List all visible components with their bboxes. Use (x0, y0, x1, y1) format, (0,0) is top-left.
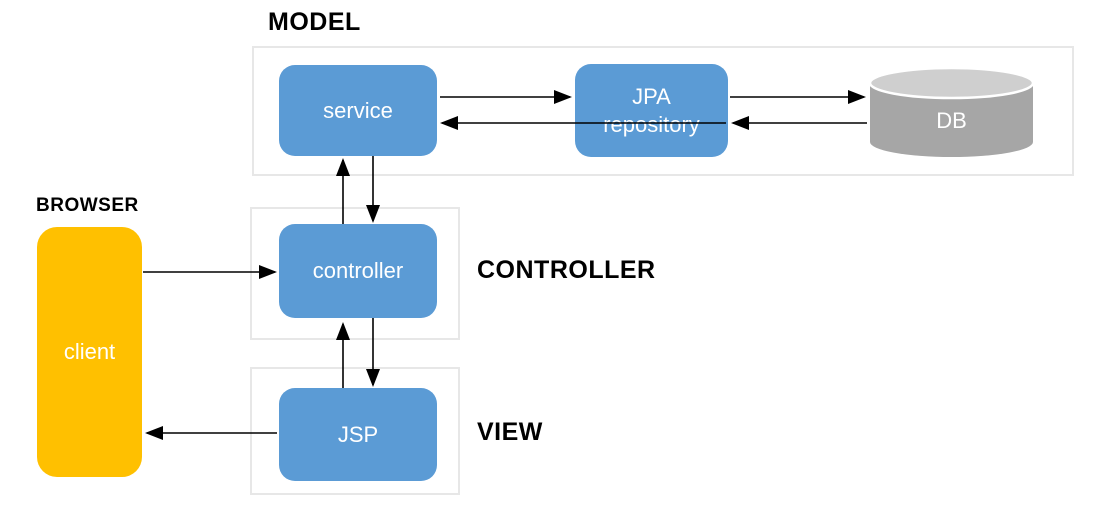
jpa-repository-node-label: JPA repository (603, 84, 700, 137)
jsp-node: JSP (279, 388, 437, 481)
db-node: DB (869, 67, 1034, 158)
service-node: service (279, 65, 437, 156)
controller-node-label: controller (312, 258, 404, 284)
model-section-label: MODEL (268, 8, 361, 36)
view-section-label: VIEW (477, 418, 543, 446)
controller-section-container (250, 207, 460, 340)
browser-section-label: BROWSER (36, 195, 139, 216)
jpa-repository-node: JPA repository (575, 64, 728, 157)
view-section-container (250, 367, 460, 495)
client-node-label: client (63, 339, 116, 365)
model-section-container (252, 46, 1074, 176)
jsp-node-label: JSP (337, 421, 379, 447)
service-node-label: service (323, 97, 393, 123)
controller-section-label: CONTROLLER (477, 256, 656, 284)
database-cylinder-icon (869, 67, 1034, 157)
client-node: client (37, 227, 142, 477)
db-node-label: DB (936, 107, 967, 133)
controller-node: controller (279, 224, 437, 318)
